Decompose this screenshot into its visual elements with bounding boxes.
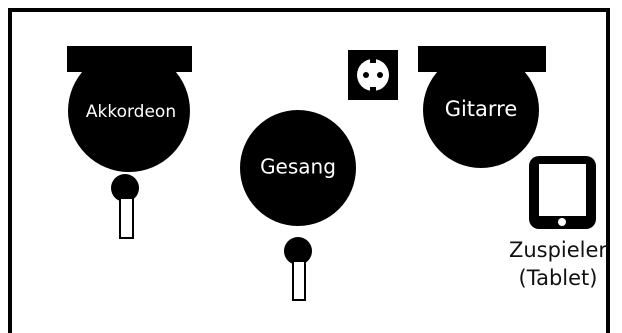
gitarre-position: Gitarre: [418, 46, 546, 168]
outlet-ground-top: [370, 59, 376, 63]
zuspieler-line-2: (Tablet): [518, 266, 598, 290]
akkordeon-label: Akkordeon: [86, 102, 176, 122]
microphone-center: [284, 237, 312, 301]
outlet-pin-right: [377, 72, 383, 78]
tablet-home-button: [558, 218, 566, 226]
zuspieler-line-1: Zuspieler: [508, 238, 608, 262]
microphone-icon: [111, 174, 139, 202]
instrument-circle-gitarre: [423, 52, 539, 168]
outlet-pin-left: [363, 72, 369, 78]
stage-border: [8, 8, 610, 333]
gitarre-label: Gitarre: [445, 97, 518, 121]
tablet-position: [529, 156, 596, 229]
power-outlet: [348, 50, 398, 100]
tablet-screen: [539, 164, 586, 216]
microphone-left: [111, 174, 139, 239]
gesang-label: Gesang: [260, 155, 336, 179]
akkordeon-position: Akkordeon: [67, 46, 192, 172]
microphone-icon: [284, 237, 312, 265]
instrument-circle-gesang: [240, 110, 356, 226]
outlet-ground-bottom: [370, 87, 376, 91]
outlet-face: [357, 59, 389, 91]
instrument-circle-akkordeon: [68, 50, 190, 172]
zuspieler-label: Zuspieler (Tablet): [506, 236, 610, 292]
gesang-position: Gesang: [240, 110, 356, 226]
microphone-stand: [119, 197, 134, 239]
microphone-stand: [292, 260, 306, 301]
